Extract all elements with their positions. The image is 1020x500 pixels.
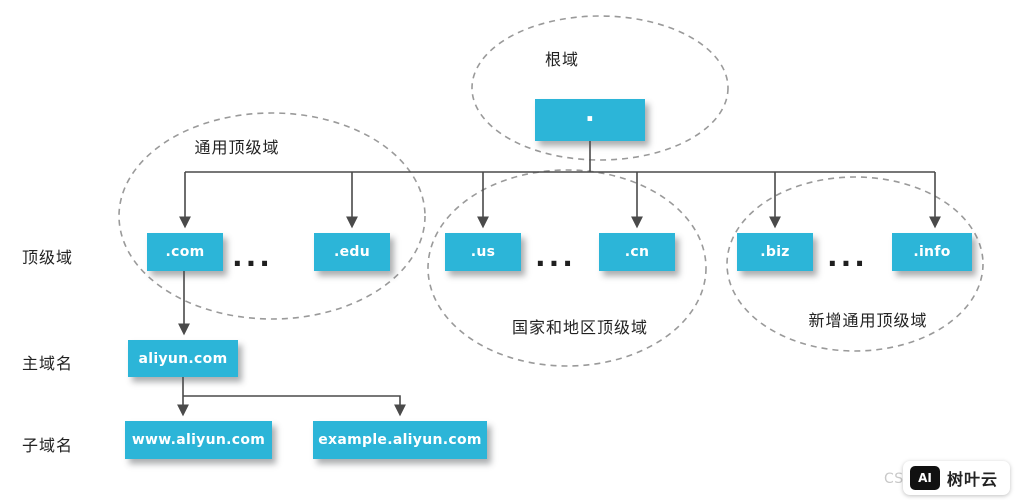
ai-logo-icon: AI [909,466,940,490]
root-domain-ellipse [471,15,729,161]
row-label-main-domain: 主域名 [22,354,74,373]
generic-ellipsis: ... [232,240,273,273]
node-www-aliyun: www.aliyun.com [125,421,272,459]
newgen-ellipsis: ... [827,240,868,273]
country-tld-ellipse [427,169,707,367]
brand-badge-name: 树叶云 [946,470,998,489]
node-info: .info [892,233,972,271]
node-aliyun: aliyun.com [128,340,238,377]
node-us: .us [445,233,521,271]
generic-tld-group-label: 通用顶级域 [194,138,280,157]
row-label-sub-domain: 子域名 [22,436,74,455]
row-label-tld: 顶级域 [22,248,74,267]
node-com: .com [147,233,223,271]
node-root: . [535,98,645,141]
brand-badge: AI 树叶云 [902,461,1010,495]
new-generic-tld-ellipse [726,176,984,352]
node-root-label: . [584,98,596,128]
new-generic-tld-group-label: 新增通用顶级域 [808,311,928,330]
generic-tld-ellipse [118,112,426,320]
country-ellipsis: ... [535,240,576,273]
node-biz: .biz [737,233,813,271]
node-edu: .edu [314,233,390,271]
node-example-aliyun: example.aliyun.com [313,421,487,459]
country-tld-group-label: 国家和地区顶级域 [511,318,648,337]
root-group-label: 根域 [544,50,579,69]
node-cn: .cn [599,233,675,271]
arrow-aliyun-to-example [183,395,406,417]
